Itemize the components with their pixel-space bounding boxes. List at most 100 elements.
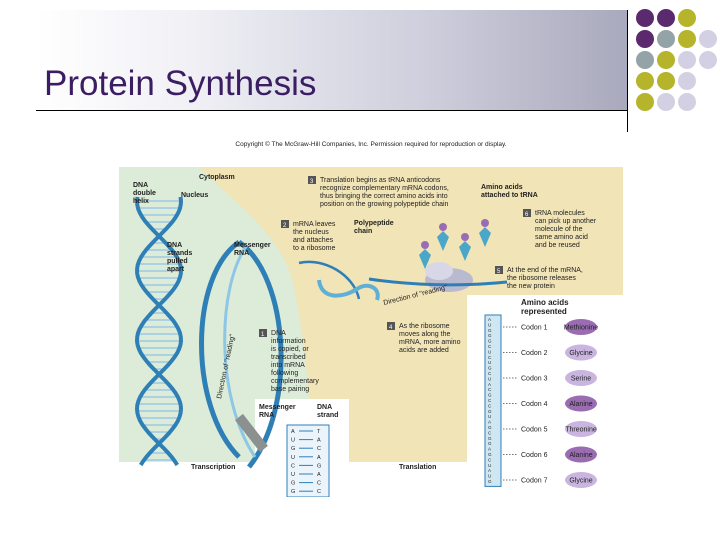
amino-acid-bead bbox=[565, 395, 597, 412]
mrna-base: A bbox=[488, 382, 491, 387]
svg-text:mRNA leaves the nucleus: mRNA leaves the nucleus and attaches to … bbox=[293, 221, 337, 252]
dna-strands-label: DNA strands pulled apart bbox=[167, 242, 194, 273]
mrna-base: C bbox=[488, 355, 492, 360]
svg-text:As the ribosome moves al: As the ribosome moves along the mRNA, mo… bbox=[399, 323, 462, 354]
trna-molecule bbox=[459, 241, 471, 261]
dna-column-header: DNA strand bbox=[317, 404, 338, 419]
mrna-base: U bbox=[488, 474, 491, 479]
mrna-base: U bbox=[488, 349, 491, 354]
mrna-base: U bbox=[291, 438, 295, 444]
amino-acid-label: Methionine bbox=[564, 325, 598, 332]
amino-acid-label: Alanine bbox=[569, 401, 592, 408]
dna-double-helix bbox=[134, 196, 184, 467]
mrna-base: C bbox=[488, 398, 492, 403]
dna-base: C bbox=[317, 446, 321, 452]
mrna-base: G bbox=[488, 339, 492, 344]
decorative-dot bbox=[657, 30, 675, 48]
mrna-base: A bbox=[488, 468, 491, 473]
step-4-callout: 4 As the ribosome moves along the mRNA, … bbox=[387, 322, 462, 354]
mrna-base: C bbox=[488, 387, 492, 392]
decorative-dot bbox=[636, 51, 654, 69]
cytoplasm-label: Cytoplasm bbox=[199, 174, 235, 181]
amino-acid-label: Serine bbox=[571, 376, 591, 383]
amino-acid-label: Threonine bbox=[565, 427, 597, 434]
codon-label: Codon 1 bbox=[521, 325, 548, 332]
trna-molecule bbox=[437, 231, 449, 251]
dna-helix-label: DNA double helix bbox=[133, 182, 158, 205]
dna-base: T bbox=[317, 429, 321, 435]
nucleus-region bbox=[119, 167, 311, 462]
amino-acid-bead bbox=[461, 233, 469, 241]
mrna-base: A bbox=[488, 447, 491, 452]
mrna-base: C bbox=[488, 371, 492, 376]
dna-base: A bbox=[317, 455, 321, 461]
transcription-arrow bbox=[235, 413, 268, 453]
mrna-base: C bbox=[488, 344, 492, 349]
mrna-base: G bbox=[488, 366, 492, 371]
mrna-base: G bbox=[488, 409, 492, 414]
amino-acid-label: Alanine bbox=[569, 452, 592, 459]
amino-acid-bead bbox=[565, 319, 597, 335]
mrna-exit-strand bbox=[298, 260, 361, 300]
nucleus-label: Nucleus bbox=[181, 192, 208, 199]
mrna-base: G bbox=[488, 452, 492, 457]
mrna-base: A bbox=[488, 317, 491, 322]
decorative-dot bbox=[636, 72, 654, 90]
mrna-base: G bbox=[488, 441, 492, 446]
mrna-base: G bbox=[291, 489, 295, 495]
amino-acid-bead bbox=[565, 370, 597, 386]
dna-transcription-bubble bbox=[199, 239, 284, 469]
translation-label: Translation bbox=[399, 464, 436, 471]
svg-text:DNA information is: DNA information is copied, or transcribe… bbox=[271, 330, 321, 393]
decorative-dot bbox=[678, 30, 696, 48]
dna-base: C bbox=[317, 481, 321, 487]
amino-table-header: Amino acids represented bbox=[521, 298, 571, 316]
amino-acid-label: Glycine bbox=[569, 478, 592, 485]
mrna-base: U bbox=[488, 463, 491, 468]
transcription-label: Transcription bbox=[191, 464, 235, 471]
mrna-base: A bbox=[488, 420, 491, 425]
trna-molecules bbox=[419, 219, 491, 269]
decorative-dot bbox=[699, 51, 717, 69]
mrna-base: U bbox=[291, 455, 295, 461]
mrna-base: G bbox=[488, 333, 492, 338]
mrna-base: A bbox=[291, 429, 295, 435]
amino-acid-bead bbox=[439, 223, 447, 231]
trna-molecule bbox=[479, 227, 491, 247]
svg-text:5: 5 bbox=[497, 269, 501, 275]
decorative-dot bbox=[657, 51, 675, 69]
codon-label: Codon 4 bbox=[521, 401, 548, 408]
decorative-dot bbox=[636, 93, 654, 111]
step-1-callout: 1 DNA information is copied, or transcri… bbox=[259, 329, 321, 393]
mrna-base: U bbox=[488, 322, 491, 327]
mrna-base: G bbox=[488, 393, 492, 398]
title-band bbox=[36, 10, 628, 110]
decorative-dot bbox=[678, 51, 696, 69]
decorative-dot bbox=[657, 72, 675, 90]
svg-text:3: 3 bbox=[310, 179, 314, 185]
mrna-base: C bbox=[488, 403, 492, 408]
amino-acid-bead bbox=[421, 241, 429, 249]
decorative-dot bbox=[657, 9, 675, 27]
codon-label: Codon 5 bbox=[521, 427, 548, 434]
decorative-dot bbox=[699, 30, 717, 48]
dna-base: A bbox=[317, 438, 321, 444]
svg-text:2: 2 bbox=[283, 223, 287, 229]
amino-acid-bead bbox=[565, 472, 597, 488]
mrna-column-header: Messenger RNA bbox=[259, 404, 298, 419]
decorative-dot bbox=[678, 93, 696, 111]
decorative-dot bbox=[678, 9, 696, 27]
mrna-base: C bbox=[488, 457, 492, 462]
codon-label: Codon 3 bbox=[521, 376, 548, 383]
amino-acid-bead bbox=[481, 219, 489, 227]
mrna-base: U bbox=[488, 376, 491, 381]
mrna-base: G bbox=[488, 479, 492, 484]
mrna-base: C bbox=[291, 463, 295, 469]
trna-molecule bbox=[419, 249, 431, 269]
svg-text:1: 1 bbox=[261, 332, 265, 338]
